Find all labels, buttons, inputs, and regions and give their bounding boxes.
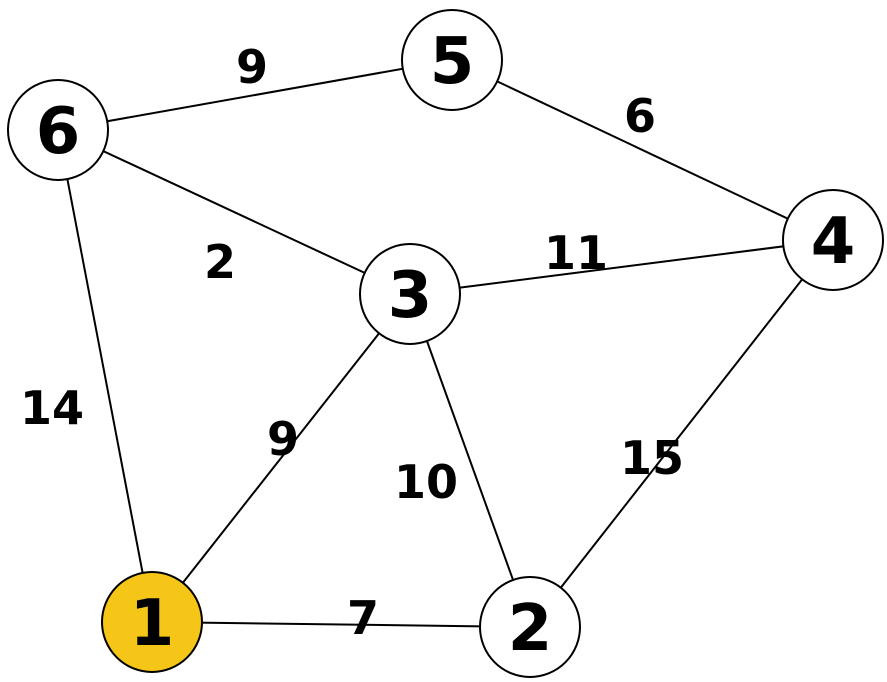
node-2: 2 <box>479 576 581 678</box>
node-6: 6 <box>7 79 109 181</box>
node-3: 3 <box>359 243 461 345</box>
edge-weight-label-3-4: 11 <box>544 226 608 280</box>
edge-weight-label-6-5: 9 <box>236 40 268 94</box>
node-circle-3 <box>359 243 461 345</box>
edge-6-1 <box>57 129 153 623</box>
node-circle-5 <box>401 9 503 111</box>
nodes-layer: 1 2 3 4 5 6 <box>7 9 884 678</box>
node-label-1: 1 <box>130 587 175 661</box>
node-circle-4 <box>782 189 884 291</box>
edge-weight-label-6-1: 14 <box>20 381 84 435</box>
node-label-3: 3 <box>388 259 433 333</box>
edge-weight-label-6-3: 2 <box>204 235 236 289</box>
edge-weight-label-5-4: 6 <box>624 89 656 143</box>
node-circle-1 <box>101 571 203 673</box>
node-circle-6 <box>7 79 109 181</box>
node-label-4: 4 <box>811 205 856 279</box>
node-label-5: 5 <box>430 25 475 99</box>
node-label-2: 2 <box>508 592 553 666</box>
edge-weight-label-1-2: 7 <box>347 591 379 645</box>
edge-weight-label-3-2: 10 <box>394 455 458 509</box>
node-circle-2 <box>479 576 581 678</box>
node-1: 1 <box>101 571 203 673</box>
edge-weight-label-1-3: 9 <box>267 412 299 466</box>
edge-1-2 <box>151 621 531 628</box>
edge-1-3 <box>151 293 411 623</box>
node-5: 5 <box>401 9 503 111</box>
edge-3-2 <box>409 293 531 628</box>
edge-weight-label-4-2: 15 <box>620 431 684 485</box>
node-4: 4 <box>782 189 884 291</box>
edge-3-4 <box>409 239 834 295</box>
edge-5-4 <box>451 59 834 241</box>
node-label-6: 6 <box>36 95 81 169</box>
edge-4-2 <box>529 239 834 628</box>
edge-labels-layer: 9 6 2 11 14 9 10 15 7 <box>20 40 684 645</box>
edge-6-5 <box>57 59 453 131</box>
edges-layer <box>57 59 834 628</box>
edge-6-3 <box>57 129 411 295</box>
